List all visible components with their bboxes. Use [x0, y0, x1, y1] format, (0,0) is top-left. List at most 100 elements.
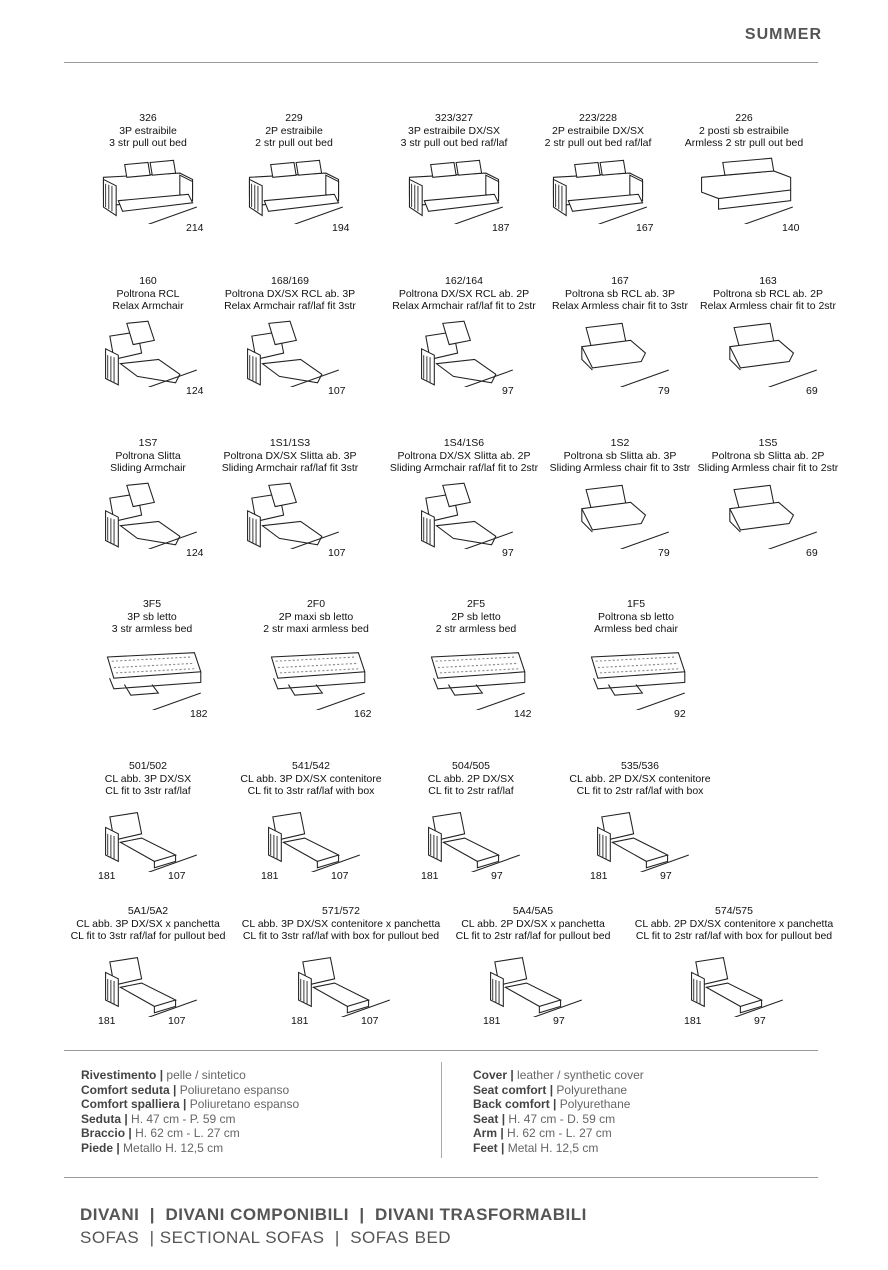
chaise-sketch-icon [597, 811, 689, 872]
product-name-en: Armless 2 str pull out bed [684, 137, 804, 149]
product-code: 162/164 [445, 275, 483, 287]
depth-dimension: 107 [168, 1015, 186, 1027]
spec-line: Back comfort | Polyurethane [473, 1097, 631, 1112]
length-dimension: 181 [98, 1015, 116, 1027]
armless-sketch-icon [701, 157, 793, 224]
depth-dimension: 97 [491, 870, 503, 882]
divider [64, 1177, 818, 1178]
length-dimension: 181 [291, 1015, 309, 1027]
product-name-en: CL fit to 2str raf/laf for pullout bed [455, 930, 611, 942]
product-code: 541/542 [292, 760, 330, 772]
width-dimension: 140 [782, 222, 800, 234]
product-name-it: Poltrona DX/SX RCL ab. 3P [224, 287, 356, 300]
product-code: 163 [759, 275, 777, 287]
product-code: 535/536 [621, 760, 659, 772]
width-dimension: 142 [514, 708, 532, 720]
spec-value: Metallo H. 12,5 cm [123, 1140, 224, 1155]
product-code: 226 [735, 112, 753, 124]
width-dimension: 107 [328, 385, 346, 397]
product-code: 571/572 [322, 905, 360, 917]
divider [441, 1062, 442, 1158]
product-code: 2F5 [466, 598, 486, 610]
spec-line: Seduta | H. 47 cm - P. 59 cm [81, 1111, 236, 1126]
product-name-it: 3P sb letto [127, 610, 177, 623]
width-dimension: 79 [658, 547, 670, 559]
spec-line: Cover | leather / synthetic cover [473, 1068, 644, 1082]
product-name-en: 3 str pull out bed [109, 137, 187, 149]
width-dimension: 79 [658, 385, 670, 397]
product-name-it: 2P sb letto [451, 610, 501, 623]
chaise-sketch-icon [105, 956, 197, 1017]
product-name-it: 2 posti sb estraibile [699, 124, 789, 137]
sofa-sketch-icon [248, 159, 343, 224]
length-dimension: 181 [261, 870, 279, 882]
spec-value: Polyurethane [556, 1082, 628, 1097]
spec-value: H. 47 cm - D. 59 cm [508, 1111, 616, 1126]
width-dimension: 97 [502, 547, 514, 559]
spec-value: Poliuretano espanso [179, 1082, 290, 1097]
width-dimension: 69 [806, 547, 818, 559]
product-name-it: Poltrona DX/SX Slitta ab. 2P [397, 449, 531, 462]
divider [64, 1050, 818, 1051]
spec-key: Comfort seduta [81, 1082, 170, 1097]
chaise-sketch-icon [490, 956, 582, 1017]
product-code: 3F5 [142, 598, 162, 610]
spec-key: Piede [81, 1140, 114, 1155]
width-dimension: 97 [502, 385, 514, 397]
product-name-en: CL fit to 3str raf/laf [105, 785, 191, 797]
product-code: 574/575 [715, 905, 753, 917]
spec-line: Seat | H. 47 cm - D. 59 cm [473, 1111, 616, 1126]
product-name-en: Relax Armchair raf/laf fit 3str [224, 300, 356, 312]
recliner-sketch-icon [421, 482, 513, 549]
product-name-en: 2 str pull out bed raf/laf [544, 137, 652, 149]
product-name-it: Poltrona sb RCL ab. 2P [713, 287, 823, 300]
chaise-sketch-icon [268, 811, 360, 872]
product-name-en: CL fit to 2str raf/laf with box [576, 785, 704, 797]
product-code: 1S7 [138, 437, 158, 449]
spec-line: Rivestimento | pelle / sintetico [81, 1068, 246, 1082]
spec-line: Seat comfort | Polyurethane [473, 1082, 628, 1097]
product-name-it: Poltrona sb letto [598, 610, 674, 623]
product-name-en: 2 str armless bed [435, 623, 517, 635]
spec-key: Seat [473, 1111, 499, 1126]
length-dimension: 181 [684, 1015, 702, 1027]
depth-dimension: 107 [331, 870, 349, 882]
recliner-sketch-icon [105, 320, 197, 387]
spec-value: H. 62 cm - L. 27 cm [507, 1126, 612, 1141]
product-code: 1S5 [758, 437, 778, 449]
chaise-sketch-icon [105, 811, 197, 872]
product-name-it: CL abb. 3P DX/SX contenitore x panchetta [241, 917, 441, 930]
spec-value: leather / synthetic cover [517, 1068, 644, 1082]
product-code: 5A1/5A2 [127, 905, 169, 917]
spec-value: Polyurethane [559, 1097, 631, 1112]
product-name-it: CL abb. 3P DX/SX x panchetta [76, 917, 220, 930]
product-name-it: 2P estraibile DX/SX [551, 124, 645, 137]
product-name-it: Poltrona RCL [116, 287, 180, 300]
divider [64, 62, 818, 63]
bed-sketch-icon [430, 651, 526, 710]
product-code: 1F5 [626, 598, 646, 610]
product-name-it: 2P estraibile [265, 124, 323, 137]
product-name-en: Relax Armless chair fit to 3str [552, 300, 688, 312]
sofa-sketch-icon [408, 159, 503, 224]
product-code: 326 [139, 112, 157, 124]
spec-value: H. 62 cm - L. 27 cm [135, 1126, 240, 1141]
product-code: 229 [285, 112, 303, 124]
product-name-it: Poltrona Slitta [115, 449, 181, 462]
product-code: 323/327 [435, 112, 473, 124]
product-name-en: 2 str pull out bed [255, 137, 333, 149]
spec-line: Feet | Metal H. 12,5 cm [473, 1140, 599, 1155]
